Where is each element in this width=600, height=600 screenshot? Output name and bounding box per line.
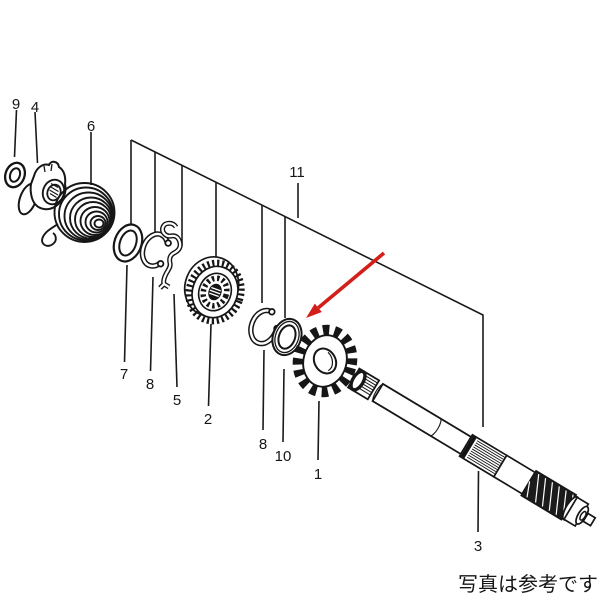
ratchet-spring-guide-part5 bbox=[158, 220, 183, 290]
callout-6: 6 bbox=[87, 118, 95, 135]
callout-8a: 8 bbox=[146, 376, 154, 393]
callout-1: 1 bbox=[314, 466, 322, 483]
assembly-bracket bbox=[130, 139, 484, 427]
callout-labels: 9 4 6 11 7 8 5 2 8 10 1 3 bbox=[12, 96, 482, 555]
thrust-washer-part10 bbox=[271, 317, 303, 357]
callout-7: 7 bbox=[120, 366, 128, 383]
washer-part7 bbox=[112, 223, 144, 263]
kickstart-ratchet-part4 bbox=[17, 160, 67, 216]
return-spring-part6 bbox=[41, 182, 116, 247]
callout-10: 10 bbox=[275, 448, 292, 465]
callout-2: 2 bbox=[204, 411, 212, 428]
leader-lines bbox=[13, 109, 480, 533]
callout-4: 4 bbox=[31, 99, 39, 116]
callout-3: 3 bbox=[474, 538, 482, 555]
callout-11: 11 bbox=[289, 164, 305, 181]
reference-photo-caption: 写真は参考です bbox=[458, 572, 598, 596]
callout-5: 5 bbox=[173, 392, 181, 409]
ratchet-wheel-part2 bbox=[183, 256, 245, 325]
lock-washer-part9 bbox=[3, 161, 27, 189]
red-arrow-shaft bbox=[317, 251, 386, 310]
red-arrow-head bbox=[306, 303, 322, 318]
callout-8b: 8 bbox=[259, 436, 267, 453]
kick-spindle-shaft-part3 bbox=[346, 367, 597, 528]
callout-9: 9 bbox=[12, 96, 20, 113]
red-pointer-arrow bbox=[306, 251, 386, 318]
